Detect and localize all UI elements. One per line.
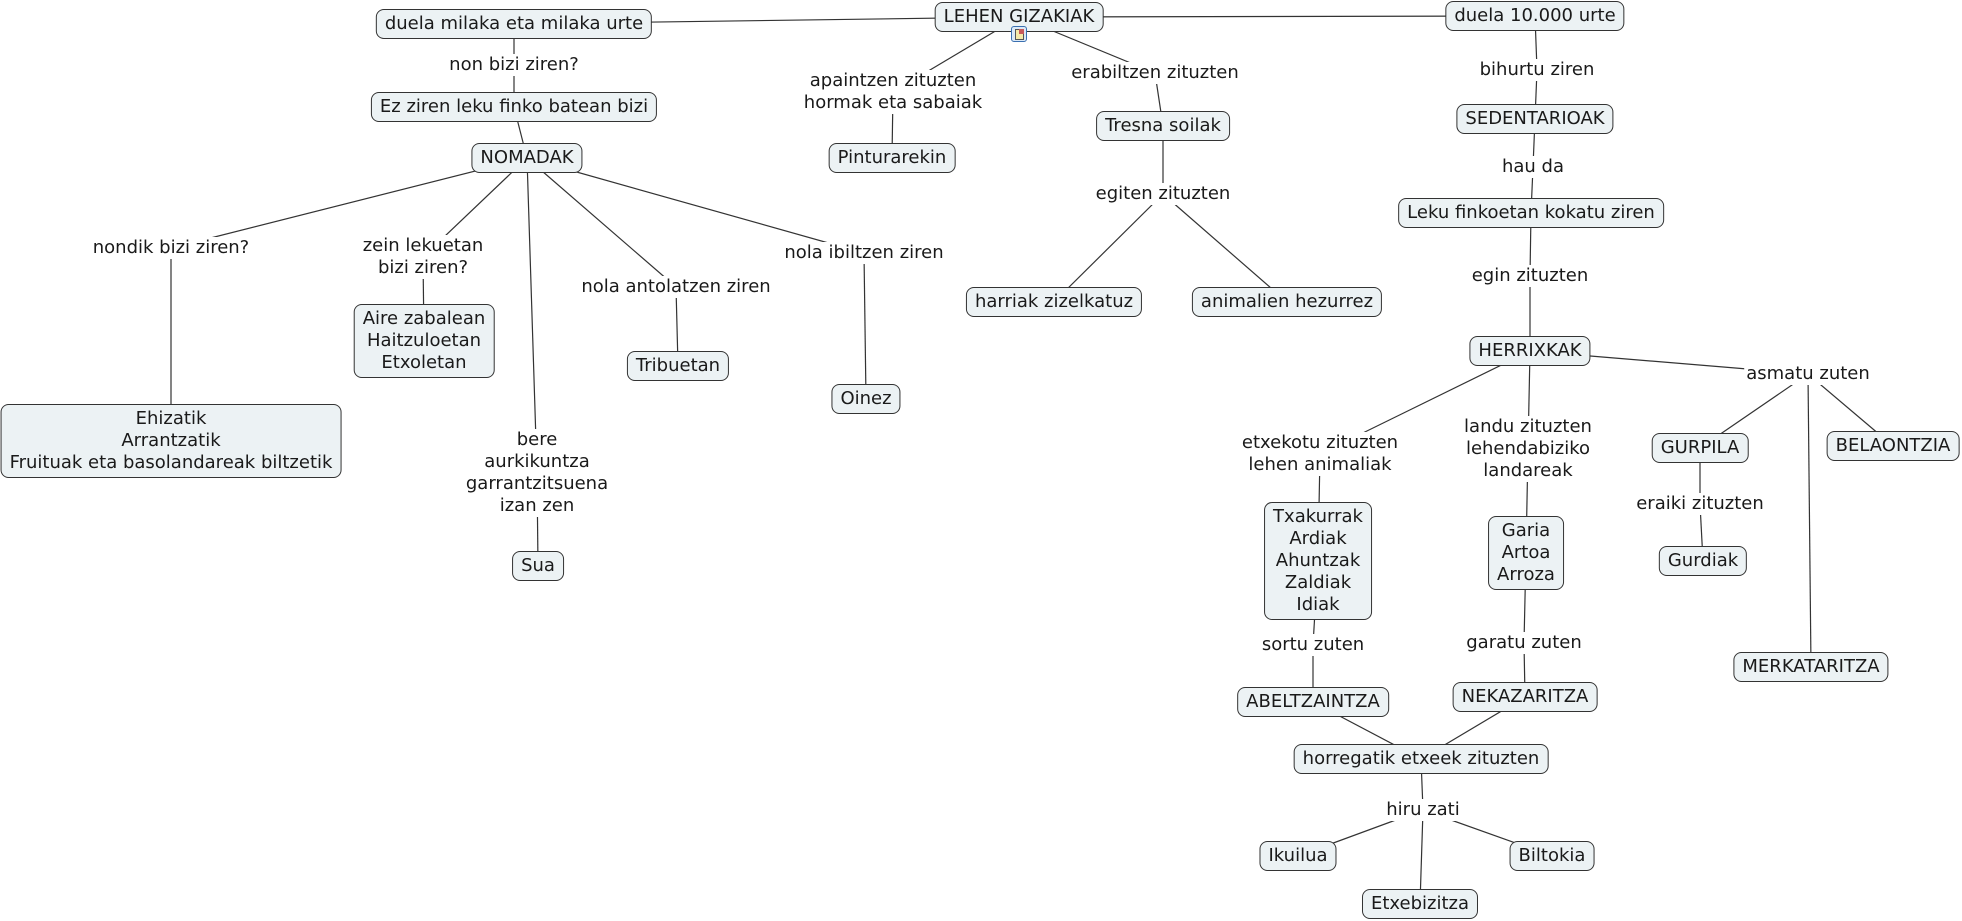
link-l-nola-ibiltzen-to-oinez	[863, 252, 867, 400]
link-phrase-hiru-zati[interactable]: hiru zati	[1384, 799, 1462, 821]
link-phrase-bihurtu[interactable]: bihurtu ziren	[1477, 59, 1597, 81]
link-l-hiru-zati-to-etxebizitza	[1419, 809, 1424, 905]
concept-node-harriak[interactable]: harriak zizelkatuz	[965, 287, 1143, 317]
concept-node-biltokia[interactable]: Biltokia	[1509, 841, 1595, 871]
link-phrase-erabiltzen[interactable]: erabiltzen zituzten	[1069, 62, 1241, 84]
link-phrase-bere-aurkikuntza[interactable]: bere aurkikuntza garrantzitsuena izan ze…	[463, 429, 611, 517]
concept-node-animalien[interactable]: animalien hezurrez	[1191, 287, 1383, 317]
concept-node-txakurrak[interactable]: Txakurrak Ardiak Ahuntzak Zaldiak Idiak	[1264, 502, 1372, 620]
link-phrase-sortu[interactable]: sortu zuten	[1259, 634, 1367, 656]
link-phrase-landu[interactable]: landu zituzten lehendabiziko landareak	[1462, 416, 1594, 482]
link-nomadak-to-l-nola-antolatzen	[526, 157, 677, 288]
link-phrase-apaintzen[interactable]: apaintzen zituzten hormak eta sabaiak	[801, 70, 985, 114]
concept-node-horregatik[interactable]: horregatik etxeek zituzten	[1293, 744, 1549, 774]
link-nomadak-to-l-nondik	[170, 157, 528, 249]
concept-node-sedentarioak[interactable]: SEDENTARIOAK	[1456, 104, 1614, 134]
concept-node-nekazaritza[interactable]: NEKAZARITZA	[1452, 682, 1598, 712]
link-l-asmatu-to-merkataritza	[1807, 373, 1812, 668]
concept-node-ikuilua[interactable]: Ikuilua	[1259, 841, 1337, 871]
concept-node-aire-zabalean[interactable]: Aire zabalean Haitzuloetan Etxoletan	[353, 304, 495, 378]
concept-node-belaontzia[interactable]: BELAONTZIA	[1826, 431, 1960, 461]
link-l-egiten-to-animalien	[1162, 193, 1288, 303]
link-phrase-egiten[interactable]: egiten zituzten	[1093, 183, 1233, 205]
concept-node-gurpila[interactable]: GURPILA	[1651, 433, 1749, 463]
concept-node-garia[interactable]: Garia Artoa Arroza	[1488, 516, 1564, 590]
concept-node-duela-10000[interactable]: duela 10.000 urte	[1445, 1, 1625, 31]
link-phrase-nola-ibiltzen[interactable]: nola ibiltzen ziren	[782, 242, 946, 264]
link-phrase-asmatu[interactable]: asmatu zuten	[1744, 363, 1872, 385]
concept-node-lehen-gizakiak[interactable]: LEHEN GIZAKIAK	[934, 2, 1104, 32]
concept-node-ez-ziren[interactable]: Ez ziren leku finko batean bizi	[370, 92, 658, 122]
concept-node-merkataritza[interactable]: MERKATARITZA	[1733, 652, 1889, 682]
concept-node-abeltzaintza[interactable]: ABELTZAINTZA	[1237, 687, 1389, 717]
concept-node-nomadak[interactable]: NOMADAK	[471, 143, 583, 173]
concept-node-duela-milaka[interactable]: duela milaka eta milaka urte	[375, 9, 653, 39]
concept-node-tribuetan[interactable]: Tribuetan	[626, 351, 730, 381]
resource-document-icon[interactable]	[1011, 26, 1027, 42]
concept-node-tresna-soilak[interactable]: Tresna soilak	[1096, 111, 1230, 141]
link-nomadak-to-l-nola-ibiltzen	[526, 157, 865, 254]
concept-node-sua[interactable]: Sua	[512, 551, 564, 581]
link-nomadak-to-l-bere-aurkikuntza	[526, 157, 538, 474]
link-phrase-non-bizi[interactable]: non bizi ziren?	[447, 54, 581, 76]
concept-node-oinez[interactable]: Oinez	[831, 384, 901, 414]
link-phrase-nondik[interactable]: nondik bizi ziren?	[90, 237, 252, 259]
link-phrase-egin[interactable]: egin zituzten	[1469, 265, 1591, 287]
link-phrase-etxekotu[interactable]: etxekotu zituzten lehen animaliak	[1239, 432, 1401, 476]
link-phrase-eraiki[interactable]: eraiki zituzten	[1634, 493, 1766, 515]
link-l-egiten-to-harriak	[1053, 193, 1164, 303]
concept-node-herrixkak[interactable]: HERRIXKAK	[1469, 336, 1591, 366]
link-phrase-zein-lekuetan[interactable]: zein lekuetan bizi ziren?	[360, 235, 486, 279]
concept-node-ehizatik[interactable]: Ehizatik Arrantzatik Fruituak eta basola…	[0, 404, 342, 478]
concept-node-leku-finkoetan[interactable]: Leku finkoetan kokatu ziren	[1398, 198, 1664, 228]
concept-node-pinturarekin[interactable]: Pinturarekin	[828, 143, 956, 173]
link-phrase-nola-antolatzen[interactable]: nola antolatzen ziren	[579, 276, 773, 298]
concept-node-gurdiak[interactable]: Gurdiak	[1658, 546, 1748, 576]
link-phrase-hau-da[interactable]: hau da	[1499, 156, 1567, 178]
concept-node-etxebizitza[interactable]: Etxebizitza	[1361, 889, 1479, 919]
link-phrase-garatu[interactable]: garatu zuten	[1464, 632, 1584, 654]
